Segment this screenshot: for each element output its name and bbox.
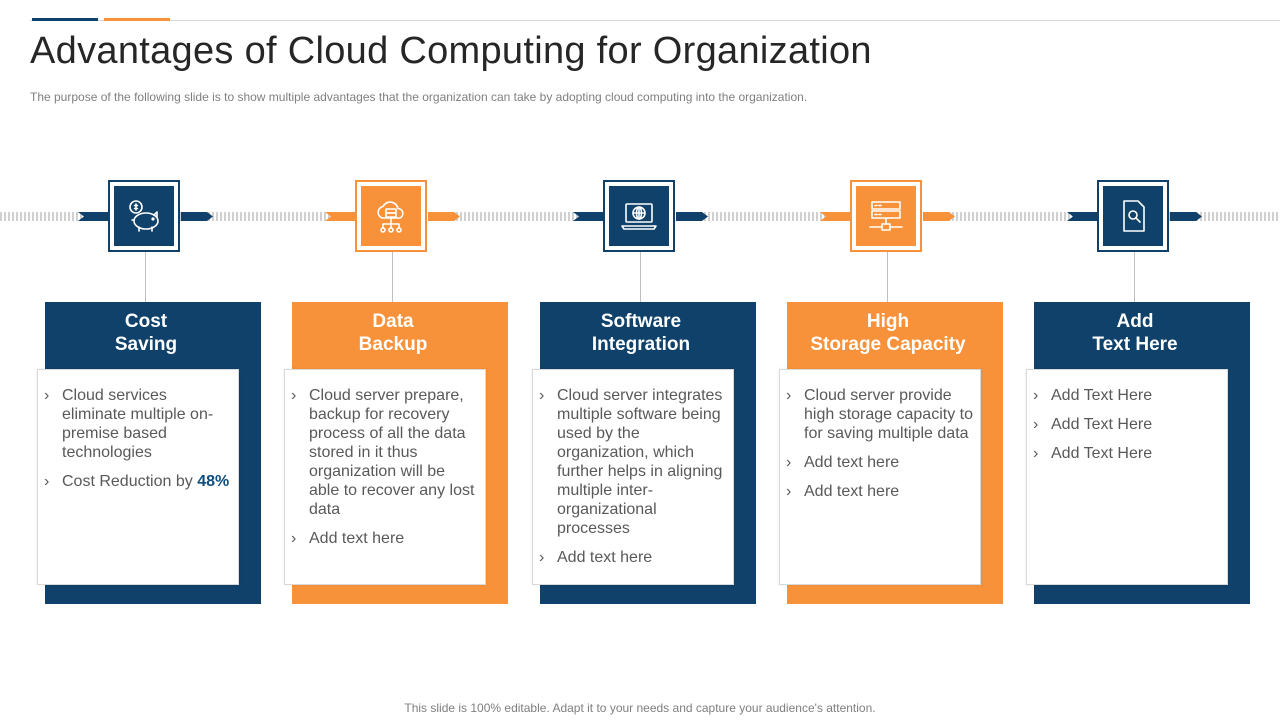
icon-frame [850,180,922,252]
arrow-left [1067,212,1105,221]
arrow-right [923,212,955,221]
card-body: ›Add Text Here ›Add Text Here ›Add Text … [1026,369,1228,585]
list-item: ›Add text here [291,530,405,547]
arrow-left [820,212,858,221]
list-item: ›Cost Reduction by 48% [44,473,230,490]
list-item: ›Add Text Here [1033,416,1153,433]
list-item: ›Cloud server prepare, backup for recove… [291,387,475,518]
column-high-storage-capacity: High Storage Capacity ›Cloud server prov… [779,0,1003,720]
laptop-globe-icon [609,186,669,246]
card-body: ›Cloud server prepare, backup for recove… [284,369,486,585]
arrow-left [573,212,611,221]
chevron-right-icon: › [539,549,545,566]
card-heading: Software Integration [540,310,742,356]
list-item: ›Add Text Here [1033,387,1153,404]
footer-note: This slide is 100% editable. Adapt it to… [404,701,876,715]
chevron-right-icon: › [786,454,792,471]
heading-line-2: Saving [114,334,178,355]
list-item: ›Add text here [539,549,653,566]
heading-line-1: Add [1116,311,1154,332]
cloud-backup-icon [361,186,421,246]
card-heading: High Storage Capacity [787,310,989,356]
connector-line [887,252,888,302]
card-body: ›Cloud services eliminate multiple on-pr… [37,369,239,585]
icon-frame [603,180,675,252]
arrow-right [676,212,708,221]
column-cost-saving: Cost Saving ›Cloud services eliminate mu… [37,0,261,720]
chevron-right-icon: › [786,387,792,404]
arrow-right [181,212,213,221]
list-item: ›Cloud server provide high storage capac… [786,387,973,442]
document-search-icon [1103,186,1163,246]
page-title: Advantages of Cloud Computing for Organi… [30,30,872,72]
heading-line-1: Data [372,311,414,332]
icon-frame [1097,180,1169,252]
heading-line-2: Storage Capacity [810,334,966,355]
column-data-backup: Data Backup ›Cloud server prepare, backu… [284,0,508,720]
list-item: ›Add text here [786,483,900,500]
card-heading: Data Backup [292,310,494,356]
chevron-right-icon: › [539,387,545,404]
heading-line-2: Integration [591,334,691,355]
title-accent-navy [32,18,98,21]
chevron-right-icon: › [44,473,50,490]
cost-reduction-value: 48% [197,473,230,490]
card-body: ›Cloud server provide high storage capac… [779,369,981,585]
heading-line-1: Software [600,311,682,332]
list-item: ›Add Text Here [1033,445,1153,462]
chevron-right-icon: › [1033,445,1039,462]
connector-line [640,252,641,302]
heading-line-1: Cost [124,311,168,332]
list-item: ›Cloud server integrates multiple softwa… [539,387,723,537]
arrow-right [1170,212,1202,221]
connector-line [1134,252,1135,302]
title-accent-orange [104,18,170,21]
list-item: ›Cloud services eliminate multiple on-pr… [44,387,214,461]
list-item: ›Add text here [786,454,900,471]
chevron-right-icon: › [786,483,792,500]
heading-line-2: Text Here [1092,334,1178,355]
chevron-right-icon: › [44,387,50,404]
connector-line [392,252,393,302]
chevron-right-icon: › [291,530,297,547]
heading-line-1: High [866,311,910,332]
card-body: ›Cloud server integrates multiple softwa… [532,369,734,585]
header-divider [30,20,1280,21]
heading-line-2: Backup [358,334,428,355]
chevron-right-icon: › [1033,387,1039,404]
column-add-text-here: Add Text Here ›Add Text Here ›Add Text H… [1026,0,1250,720]
arrow-right [428,212,460,221]
card-heading: Cost Saving [45,310,247,356]
column-software-integration: Software Integration ›Cloud server integ… [532,0,756,720]
arrow-left [325,212,363,221]
chevron-right-icon: › [1033,416,1039,433]
server-network-icon [856,186,916,246]
card-heading: Add Text Here [1034,310,1236,356]
icon-frame [108,180,180,252]
piggy-bank-icon [114,186,174,246]
arrow-left [78,212,116,221]
chevron-right-icon: › [291,387,297,404]
connector-line [145,252,146,302]
page-subtitle: The purpose of the following slide is to… [30,90,808,104]
icon-frame [355,180,427,252]
